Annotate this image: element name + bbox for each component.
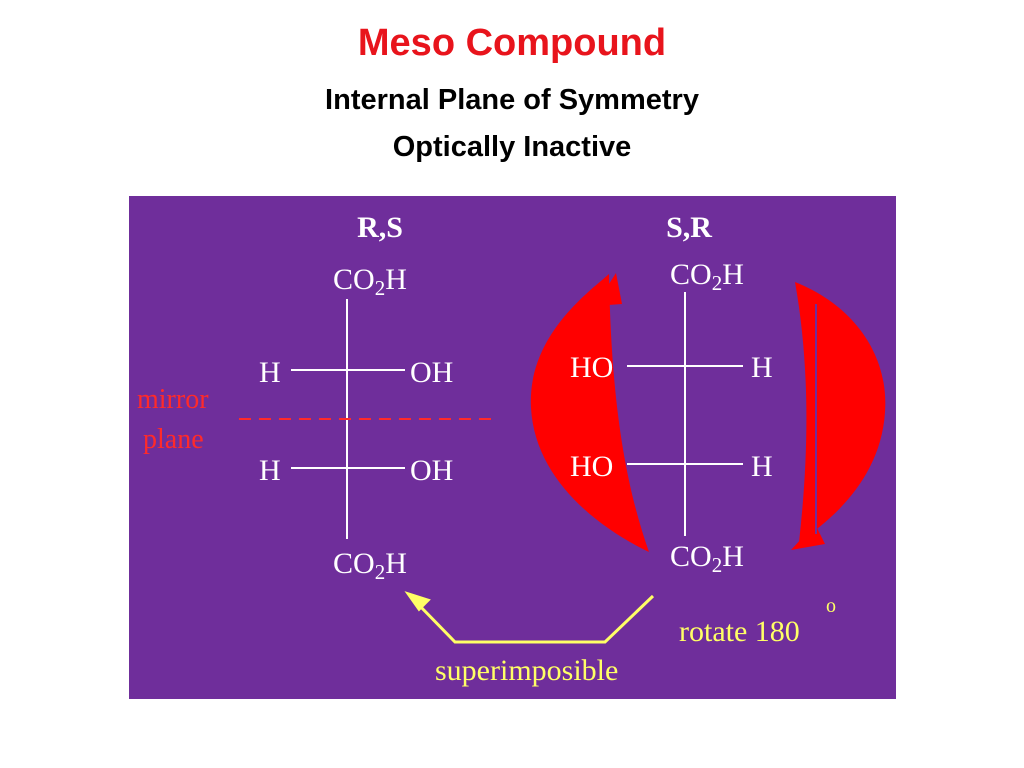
left-bottom-group: CO2H — [333, 547, 407, 584]
left-rotation-arrow-icon — [530, 274, 649, 552]
left-heading: R,S — [357, 211, 403, 244]
rotate-annotation: rotate 180 o — [679, 595, 836, 648]
diagram-panel: R,S CO2H H OH H OH CO2H mirror plane S,R — [129, 196, 896, 699]
slide-title: Meso Compound — [357, 22, 667, 64]
right-rotation-arrow-icon — [795, 282, 886, 542]
plane-label: plane — [143, 424, 204, 455]
left-rotation-arrowhead-icon — [595, 273, 622, 306]
right-top-h: H — [722, 258, 744, 291]
right-top-co: CO — [670, 258, 712, 291]
left-bottom-h: H — [385, 547, 407, 580]
right-row2-left: HO — [570, 450, 613, 483]
slide-subtitle-symmetry: Internal Plane of Symmetry — [325, 84, 699, 116]
left-top-group: CO2H — [333, 263, 407, 300]
left-row2-right: OH — [410, 454, 453, 487]
right-heading: S,R — [666, 211, 712, 244]
left-top-co: CO — [333, 263, 375, 296]
right-bottom-group: CO2H — [670, 540, 744, 577]
right-bottom-sub: 2 — [712, 553, 723, 577]
mirror-plane: mirror plane — [137, 384, 497, 455]
rotate-degree: o — [826, 595, 836, 617]
left-top-h: H — [385, 263, 407, 296]
rotate-label: rotate 180 — [679, 615, 800, 648]
left-bottom-co: CO — [333, 547, 375, 580]
rotation-arrows-icon — [530, 273, 886, 552]
right-row2-right: H — [751, 450, 773, 483]
superimposable-label: superimposible — [435, 654, 618, 687]
superimpose-arrow-line — [415, 594, 655, 644]
right-bottom-h: H — [722, 540, 744, 573]
left-top-sub: 2 — [375, 276, 386, 300]
right-top-sub: 2 — [712, 271, 723, 295]
left-row1-left: H — [259, 356, 281, 389]
left-fischer-projection: R,S CO2H H OH H OH CO2H — [259, 211, 453, 584]
superimpose-arrowhead-icon — [404, 591, 431, 612]
slide-subtitle-optical: Optically Inactive — [392, 131, 632, 163]
right-fischer-projection: S,R CO2H HO H HO H CO2H — [570, 211, 773, 577]
left-row2-left: H — [259, 454, 281, 487]
left-row1-right: OH — [410, 356, 453, 389]
left-bottom-sub: 2 — [375, 560, 386, 584]
right-top-group: CO2H — [670, 258, 744, 295]
superimpose-arrow-icon: superimposible — [404, 591, 655, 687]
right-row1-right: H — [751, 351, 773, 384]
right-bottom-co: CO — [670, 540, 712, 573]
right-row1-left: HO — [570, 351, 613, 384]
mirror-label: mirror — [137, 384, 209, 415]
meso-diagram: R,S CO2H H OH H OH CO2H mirror plane S,R — [137, 211, 886, 687]
